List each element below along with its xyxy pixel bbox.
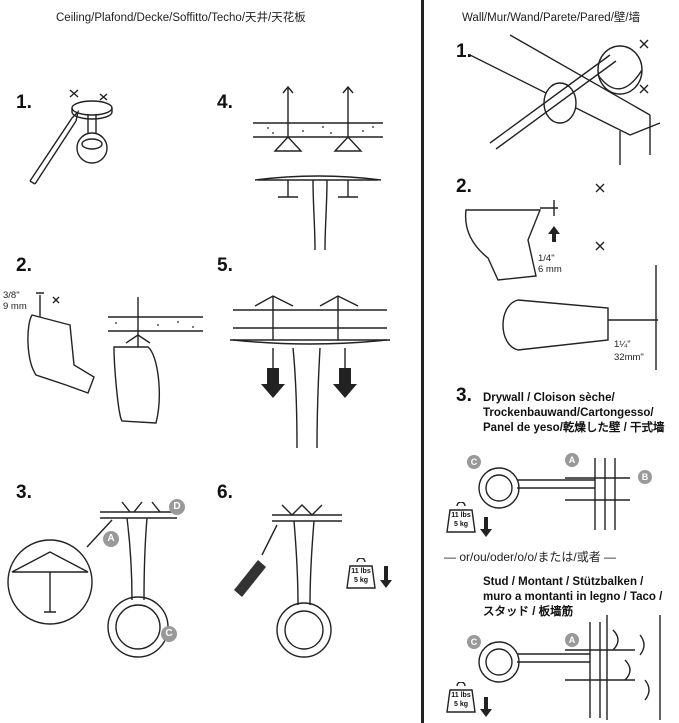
callout-a-label-drywall: A: [568, 455, 576, 465]
drill-depth-inch: 1¼": [614, 339, 631, 350]
callout-d-label: D: [173, 501, 181, 512]
ceiling-step-2-number: 2.: [16, 255, 32, 276]
callout-c-label-stud: C: [470, 637, 478, 647]
callout-c-label-drywall: C: [470, 457, 478, 467]
weight-kg-drywall: 5 kg: [453, 521, 468, 528]
weight-icon-drywall: [446, 502, 476, 533]
ceiling-step3-illustration: [7, 501, 177, 658]
down-arrow-icon-drywall: [480, 517, 492, 537]
wall-step-3-number: 3.: [456, 385, 472, 406]
callout-a-label: A: [107, 533, 115, 544]
ceiling-step-6-number: 6.: [217, 482, 233, 503]
ceiling-step-4-number: 4.: [217, 92, 233, 113]
callout-c-marker: [161, 626, 177, 642]
callout-b-marker-drywall: [638, 470, 652, 484]
down-arrow-icon-stud: [480, 697, 492, 717]
wall-step2-illustration: [464, 183, 658, 370]
drywall-line-1: Drywall / Cloison sèche/: [483, 392, 615, 404]
stud-line-1: Stud / Montant / Stützbalken /: [483, 576, 644, 588]
ceiling-step4-illustration: [253, 85, 383, 250]
drywall-mount-illustration: [478, 458, 630, 530]
wall-step1-illustration: [470, 34, 661, 165]
wall-step-2-number: 2.: [456, 176, 472, 197]
ceiling-step6-illustration: [234, 504, 342, 658]
callout-a-label-stud: A: [568, 635, 576, 645]
callout-c-label: C: [165, 628, 173, 639]
drywall-line-2: Trockenbauwand/Cartongesso/: [483, 407, 654, 419]
callout-a-marker: [103, 531, 119, 547]
weight-icon-stud: [446, 682, 476, 713]
ceiling-step5-illustration: [230, 295, 390, 449]
callout-b-label-drywall: B: [641, 472, 649, 482]
drill-size-mm-ceiling: 9 mm: [3, 301, 27, 312]
weight-kg-ceiling: 5 kg: [353, 577, 368, 584]
wall-step-1-number: 1.: [456, 41, 472, 62]
callout-d-marker: [169, 499, 185, 515]
ceiling-step-5-number: 5.: [217, 255, 233, 276]
drill-size-mm-wall: 6 mm: [538, 264, 562, 275]
down-arrow-icon-ceiling: [380, 566, 392, 588]
stud-line-2: muro a montanti in legno / Taco /: [483, 591, 663, 603]
drill-size-inch-ceiling: 3/8": [3, 290, 20, 301]
callout-a-marker-stud: [565, 633, 579, 647]
callout-c-marker-stud: [467, 635, 481, 649]
ceiling-header: Ceiling/Plafond/Decke/Soffitto/Techo/天井/…: [56, 12, 306, 24]
column-divider: [421, 0, 424, 723]
wall-header: Wall/Mur/Wand/Parete/Pared/壁/墙: [462, 12, 641, 24]
weight-kg-stud: 5 kg: [453, 701, 468, 708]
ceiling-step-1-number: 1.: [16, 92, 32, 113]
callout-c-marker-drywall: [467, 455, 481, 469]
stud-line-3: スタッド / 板墙筋: [483, 606, 574, 618]
weight-lbs-ceiling: 11 lbs: [351, 568, 371, 575]
ceiling-step2-illustration: [27, 292, 203, 424]
drywall-line-3: Panel de yeso/乾燥した壁 / 干式墙: [483, 422, 665, 434]
weight-lbs-stud: 11 lbs: [451, 692, 471, 699]
stud-mount-illustration: [478, 615, 661, 720]
drill-depth-mm: 32mm": [614, 352, 644, 363]
weight-icon-ceiling: [346, 558, 376, 589]
or-separator: — or/ou/oder/o/o/または/或者 —: [444, 550, 617, 564]
weight-lbs-drywall: 11 lbs: [451, 512, 471, 519]
callout-a-marker-drywall: [565, 453, 579, 467]
ceiling-step-3-number: 3.: [16, 482, 32, 503]
ceiling-step1-illustration: [29, 89, 113, 185]
drill-size-inch-wall: 1/4": [538, 253, 555, 264]
